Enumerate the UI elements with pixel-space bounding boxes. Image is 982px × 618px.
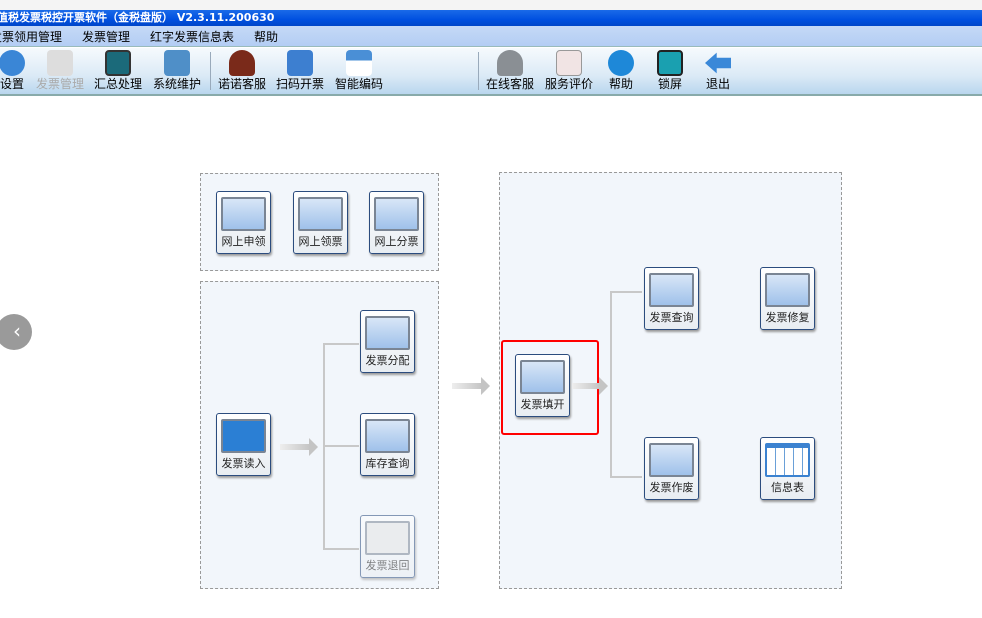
flow-arrow — [572, 377, 608, 395]
invoice-arrow-icon — [365, 316, 410, 350]
arrow-left-icon — [705, 52, 731, 74]
invoice-void-tile[interactable]: 发票作废 — [644, 437, 699, 500]
window-title: 增值税发票税控开票软件（金税盘版） V2.3.11.200630 — [0, 10, 982, 26]
qr-code-icon — [287, 50, 313, 76]
connector — [323, 343, 359, 345]
online-distribute-tile[interactable]: 网上分票 — [369, 191, 424, 254]
monitor-hand-icon — [221, 197, 266, 231]
smart-code-button[interactable]: 智能编码 — [333, 48, 385, 94]
online-service-button[interactable]: 在线客服 — [484, 48, 536, 94]
toolbar-separator — [210, 52, 211, 90]
menu-red-invoice[interactable]: 红字发票信息表 — [150, 29, 235, 44]
invoice-read-tile[interactable]: 发票读入 — [216, 413, 271, 476]
invoice-allocate-tile[interactable]: 发票分配 — [360, 310, 415, 373]
online-receive-tile[interactable]: 网上领票 — [293, 191, 348, 254]
connector — [610, 476, 642, 478]
invoice-search-icon — [649, 273, 694, 307]
table-icon — [765, 443, 810, 477]
invoice-manage-button[interactable]: 发票管理 — [34, 48, 86, 94]
question-icon — [608, 50, 634, 76]
connector — [610, 291, 642, 293]
flow-arrow — [452, 377, 490, 395]
settings-button[interactable]: 设置 — [0, 48, 28, 94]
gear-icon — [0, 50, 25, 76]
monitor-tree-icon — [374, 197, 419, 231]
invoice-pencil-icon — [520, 360, 565, 394]
online-apply-tile[interactable]: 网上申领 — [216, 191, 271, 254]
calendar-icon — [47, 50, 73, 76]
system-maintenance-button[interactable]: 系统维护 — [151, 48, 203, 94]
info-table-tile[interactable]: 信息表 — [760, 437, 815, 500]
person-icon — [497, 50, 523, 76]
menu-invoice-receive[interactable]: 发票领用管理 — [0, 29, 63, 44]
service-rating-button[interactable]: 服务评价 — [543, 48, 595, 94]
flow-arrow — [280, 438, 318, 456]
exit-button[interactable]: 退出 — [702, 48, 734, 94]
connector — [323, 548, 359, 550]
summary-button[interactable]: 汇总处理 — [92, 48, 144, 94]
connector — [323, 445, 359, 447]
agent-icon — [229, 50, 255, 76]
menu-help[interactable]: 帮助 — [254, 29, 279, 44]
monitor-search-icon — [365, 419, 410, 453]
folder-gear-icon — [164, 50, 190, 76]
nuonuo-service-button[interactable]: 诺诺客服 — [216, 48, 268, 94]
cloud-icon — [346, 50, 372, 76]
menu-invoice-manage[interactable]: 发票管理 — [82, 29, 131, 44]
invoice-repair-tile[interactable]: 发票修复 — [760, 267, 815, 330]
notebook-icon — [556, 50, 582, 76]
menu-bar: 发票领用管理 发票管理 红字发票信息表 帮助 — [0, 26, 982, 47]
lock-icon — [657, 50, 683, 76]
lock-screen-button[interactable]: 锁屏 — [654, 48, 686, 94]
monitor-icon — [105, 50, 131, 76]
connector — [610, 291, 612, 478]
invoice-return-icon — [365, 521, 410, 555]
monitor-invoice-icon — [298, 197, 343, 231]
scan-invoice-button[interactable]: 扫码开票 — [274, 48, 326, 94]
invoice-return-tile[interactable]: 发票退回 — [360, 515, 415, 578]
help-button[interactable]: 帮助 — [605, 48, 637, 94]
back-button[interactable]: ‹ — [0, 314, 32, 350]
usb-arrow-icon — [221, 419, 266, 453]
top-gap — [0, 0, 982, 10]
invoice-x-icon — [649, 443, 694, 477]
toolbar: 设置 发票管理 汇总处理 系统维护 诺诺客服 扫码开票 智能编码 在线客服 服务… — [0, 48, 982, 96]
invoice-fill-tile[interactable]: 发票填开 — [515, 354, 570, 417]
stock-query-tile[interactable]: 库存查询 — [360, 413, 415, 476]
invoice-query-tile[interactable]: 发票查询 — [644, 267, 699, 330]
toolbar-separator — [478, 52, 479, 90]
invoice-refresh-icon — [765, 273, 810, 307]
